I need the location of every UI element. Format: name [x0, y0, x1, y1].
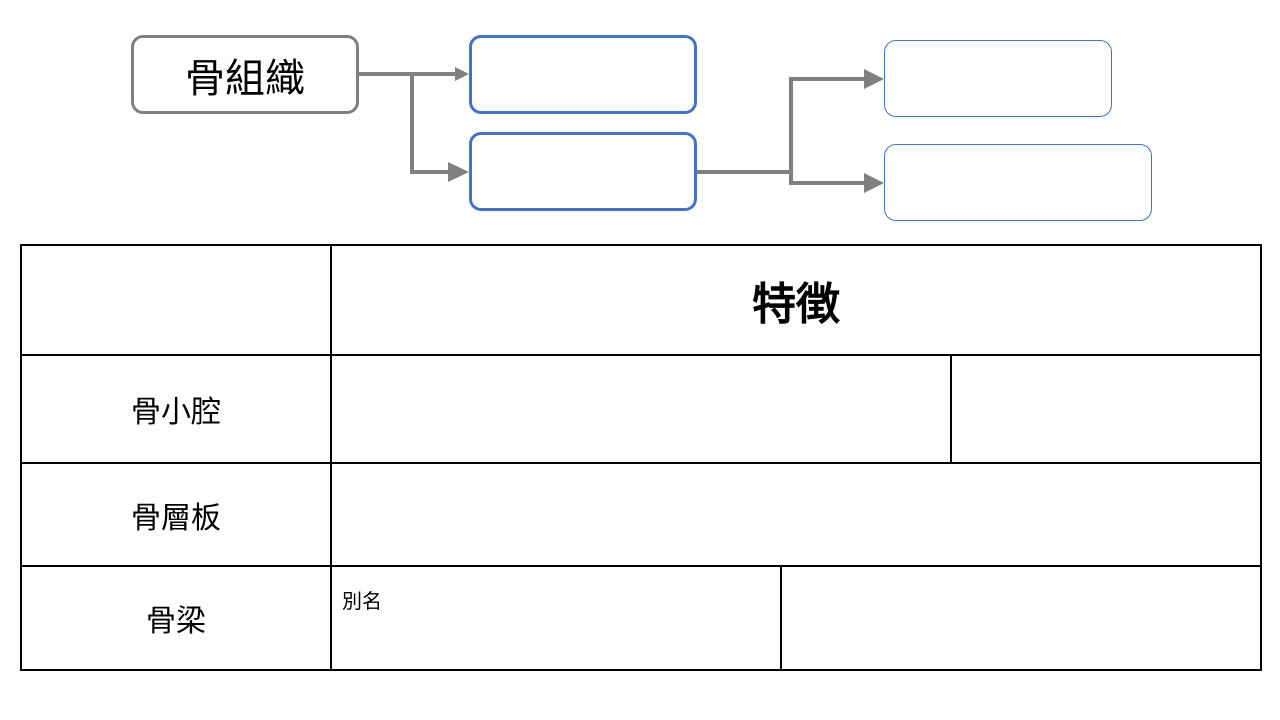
connector-root-to-level1-bottom	[410, 74, 455, 174]
table-row-lamella: 骨層板	[20, 462, 1262, 567]
arrowhead-level1-bottom	[448, 162, 469, 182]
row-label-lacuna: 骨小腔	[20, 354, 332, 464]
blank-box-level1-bottom[interactable]	[469, 132, 697, 211]
root-node-bone-tissue: 骨組織	[131, 35, 359, 114]
row-label-trabecula: 骨梁	[20, 565, 332, 671]
table-row-trabecula: 骨梁 別名	[20, 565, 1262, 671]
arrowhead-level2-bottom	[864, 173, 884, 193]
features-table: 特徴 骨小腔 骨層板 骨梁 別名	[20, 244, 1262, 671]
answer-cell-trabecula-alias[interactable]: 別名	[330, 565, 782, 671]
connector-lines	[359, 67, 884, 193]
answer-cell-lamella[interactable]	[330, 462, 1262, 567]
arrowhead-level2-top	[864, 69, 884, 89]
table-row-lacuna: 骨小腔	[20, 354, 1262, 464]
blank-box-level1-top[interactable]	[469, 35, 697, 114]
row-label-lamella: 骨層板	[20, 462, 332, 567]
blank-box-level2-top[interactable]	[884, 40, 1112, 117]
blank-box-level2-bottom[interactable]	[884, 144, 1152, 221]
connector-level1-to-level2-top	[697, 77, 868, 174]
table-header-row: 特徴	[20, 244, 1262, 356]
alias-label: 別名	[342, 589, 382, 613]
root-node-label: 骨組織	[185, 55, 305, 102]
header-features-title: 特徴	[330, 244, 1262, 356]
answer-cell-lacuna-side[interactable]	[950, 354, 1262, 464]
arrowhead-level1-top	[455, 67, 469, 81]
answer-cell-lacuna-main[interactable]	[330, 354, 952, 464]
answer-cell-trabecula-side[interactable]	[780, 565, 1262, 671]
header-blank-cell	[20, 244, 332, 356]
connector-level1-to-level2-bottom	[789, 172, 868, 185]
bone-tissue-flow-diagram: 骨組織	[0, 0, 1280, 240]
